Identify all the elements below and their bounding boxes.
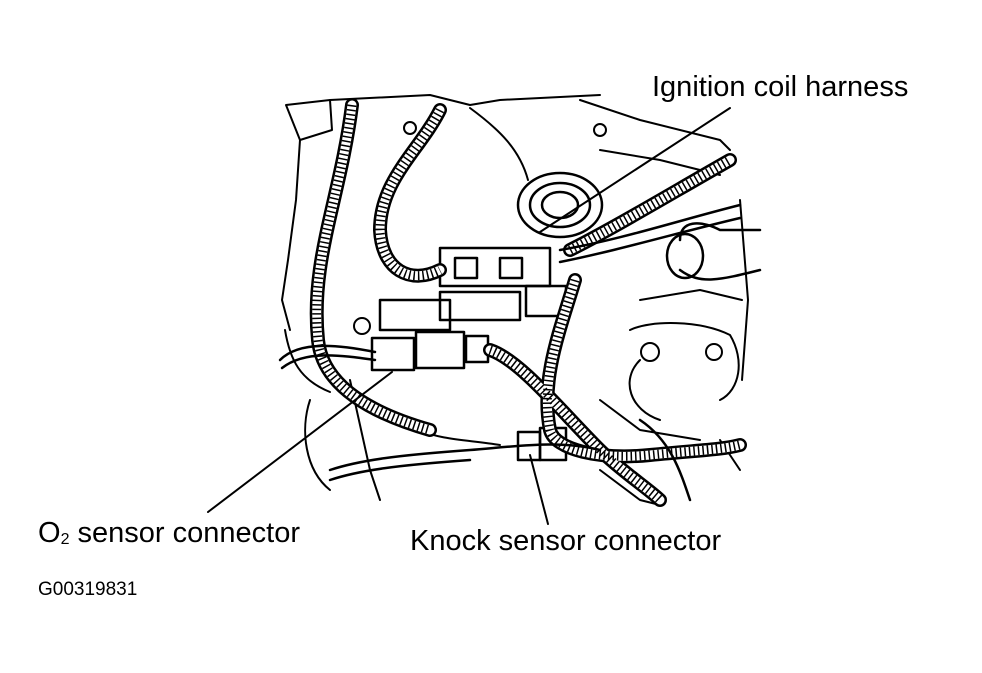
figure-code: G00319831 [38, 579, 138, 600]
smooth-wires [278, 203, 742, 502]
o2-label-subscript: 2 [60, 531, 70, 548]
connector-block [378, 246, 568, 332]
o2-sensor-connector-leader [207, 371, 393, 513]
o2-sensor-connector-label: O2 sensor connector [38, 519, 300, 548]
engine-block-outline [281, 94, 749, 506]
wiring-harness-tubes [309, 98, 747, 507]
o2-sensor-connector [370, 330, 490, 372]
bolts [353, 121, 723, 362]
filler-cap [516, 171, 604, 239]
leader-lines [207, 107, 731, 525]
o2-label-prefix: O [38, 517, 61, 549]
knock-sensor-connector-leader [529, 454, 549, 525]
o2-label-suffix: sensor connector [69, 517, 300, 549]
ignition-coil-harness-label: Ignition coil harness [652, 71, 909, 103]
ignition-coil-harness-leader [539, 107, 731, 233]
coolant-pipe [665, 222, 762, 281]
knock-sensor-connector-label: Knock sensor connector [410, 525, 722, 557]
